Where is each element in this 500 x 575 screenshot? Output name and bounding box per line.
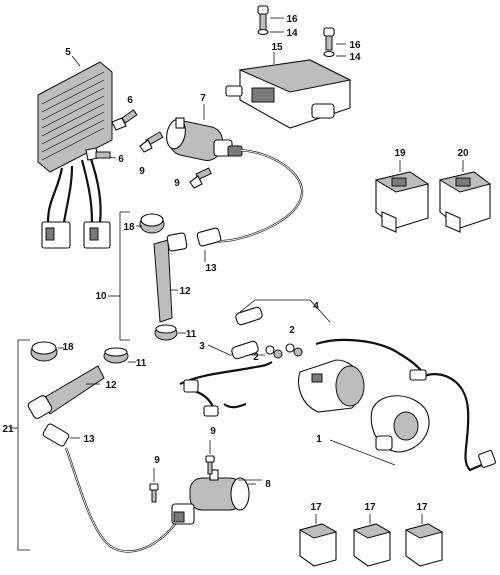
callout-9-lower-a: 9: [210, 426, 216, 437]
callout-16-right: 16: [349, 40, 361, 51]
callout-9-upper-a: 9: [139, 166, 145, 177]
boot-12-lower: [27, 365, 105, 419]
callout-14-left: 14: [286, 28, 298, 39]
cap-18-lower: [30, 341, 64, 362]
callout-18-lower: 18: [62, 342, 74, 353]
bolt-6-lower: [85, 147, 117, 161]
seal-11-upper: [154, 324, 186, 341]
nut-2-left: [265, 345, 283, 359]
callout-17-a: 17: [310, 502, 322, 513]
callout-8: 8: [265, 479, 271, 490]
terminal-4: [235, 306, 263, 326]
fuse-17-c: [404, 514, 444, 567]
callout-20: 20: [457, 148, 469, 159]
callout-17-c: 17: [416, 502, 428, 513]
callout-10: 10: [95, 291, 107, 302]
ignition-coil-lower-part: [171, 469, 256, 525]
bolt-16-right: [323, 27, 346, 51]
bolt-9-coil-upper-b: [189, 167, 212, 189]
terminal-13-lower: [42, 423, 80, 447]
ignition-coil-upper-part: [166, 117, 304, 243]
bolt-9-coil-upper-a: [139, 131, 164, 153]
callout-15: 15: [271, 42, 283, 53]
bolt-16-left: [257, 5, 284, 31]
cdi-unit-part: [225, 59, 352, 129]
bolt-9-coil-lower-a: [205, 440, 215, 475]
washer-14-left: [257, 28, 284, 36]
relay-20-part: [438, 171, 492, 233]
callout-11-lower: 11: [136, 358, 147, 369]
callout-17-b: 17: [364, 502, 376, 513]
callout-11-upper: 11: [186, 329, 197, 340]
regulator-rectifier-part: [37, 61, 113, 249]
callout-21: 21: [2, 424, 14, 435]
bolt-6-upper: [111, 109, 138, 131]
starter-relay-part: [298, 359, 430, 453]
callout-14-right: 14: [349, 52, 361, 63]
relay-19-part: [374, 171, 430, 233]
seal-11-lower: [103, 347, 136, 364]
callout-2-right: 2: [289, 325, 295, 336]
fuse-17-a: [298, 514, 338, 567]
callout-labels: 1 2 2 3 4 5 6 6 7 8 9 9 9 9 10 11 11 12 …: [2, 14, 469, 513]
callout-19: 19: [394, 148, 406, 159]
callout-5: 5: [65, 47, 71, 58]
terminal-13-upper: [196, 227, 222, 262]
callout-1: 1: [316, 434, 322, 445]
boot-12-upper: [153, 232, 188, 323]
callout-4: 4: [313, 301, 319, 312]
nut-2-right: [285, 343, 303, 357]
callout-9-lower-b: 9: [154, 455, 160, 466]
callout-3: 3: [199, 341, 205, 352]
bracket-lines: [10, 211, 396, 551]
callout-16-left: 16: [286, 14, 298, 25]
callout-6-upper: 6: [127, 95, 133, 106]
callout-6-lower: 6: [118, 154, 124, 165]
terminal-3: [231, 340, 259, 360]
callout-13-lower: 13: [83, 434, 95, 445]
callout-2-left: 2: [253, 352, 259, 363]
cap-18-upper: [139, 213, 165, 234]
callout-12-lower: 12: [105, 380, 117, 391]
leader-lines: [71, 52, 275, 481]
bolt-9-coil-lower-b: [149, 468, 159, 503]
callout-18-upper: 18: [123, 222, 135, 233]
callout-9-upper-b: 9: [174, 178, 180, 189]
callout-13-upper: 13: [205, 263, 217, 274]
callout-7: 7: [200, 93, 206, 104]
fuse-17-b: [352, 514, 392, 567]
callout-12-upper: 12: [179, 286, 191, 297]
washer-14-right: [323, 50, 346, 58]
